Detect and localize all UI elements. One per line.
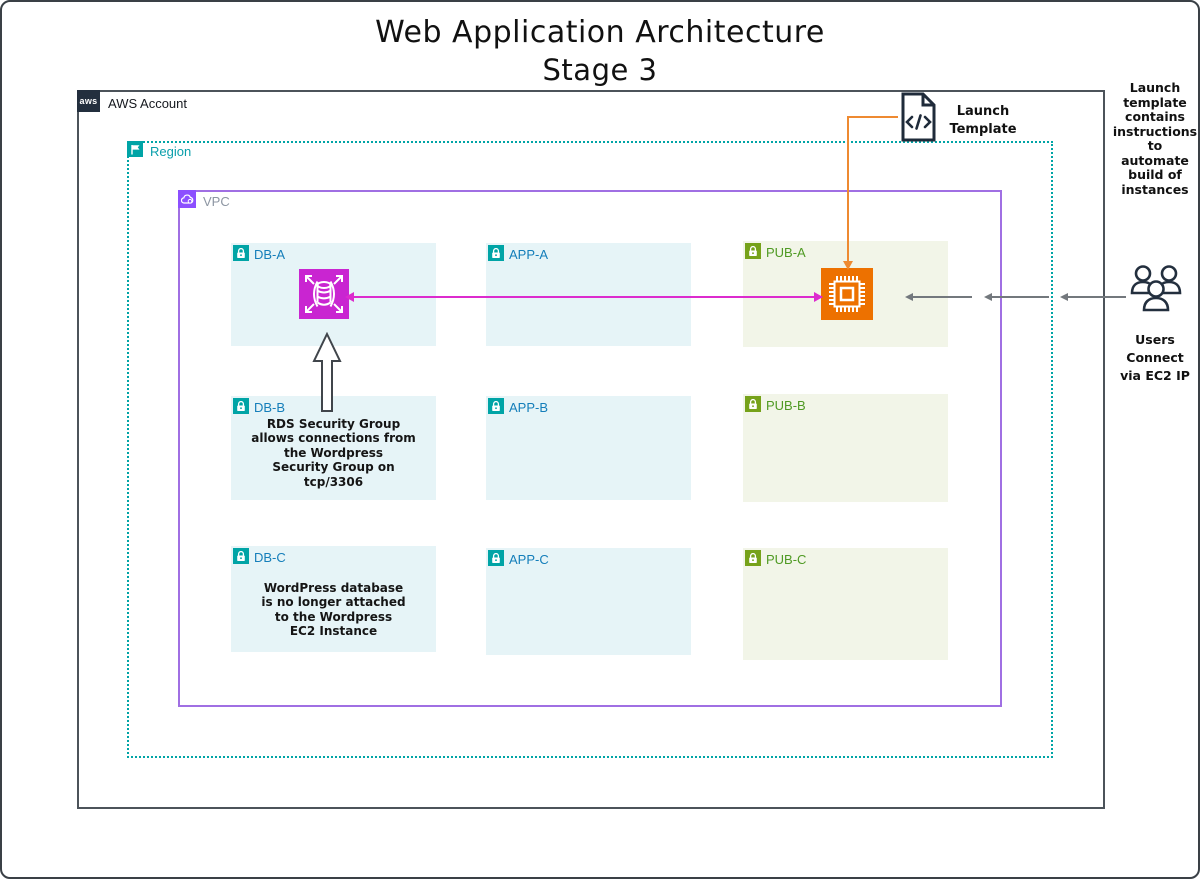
subnet-db-c: DB-C WordPress database is no longer att… [231, 546, 436, 652]
vpc-cloud-icon [178, 190, 196, 208]
aws-logo-icon: aws [77, 90, 100, 112]
region-flag-icon [127, 141, 143, 157]
subnet-label: APP-A [509, 247, 549, 262]
vpc-container: VPC [178, 190, 1002, 707]
aws-account-container: aws AWS Account [77, 90, 1105, 809]
subnet-db-b: DB-B RDS Security Group allows connectio… [231, 396, 436, 500]
arrowhead-left [1060, 292, 1068, 301]
launch-template-ec2-line [847, 116, 898, 118]
diagram-subtitle: Stage 3 [542, 53, 658, 87]
launch-template-label: Launch Template [949, 104, 1017, 137]
lock-icon [488, 398, 504, 414]
subnet-label: APP-B [509, 400, 549, 415]
rds-database-icon [299, 269, 349, 319]
lock-icon [745, 550, 761, 566]
aws-account-label: AWS Account [108, 96, 187, 111]
lock-icon [745, 243, 761, 259]
region-container: Region [127, 141, 1053, 758]
lock-icon [233, 398, 249, 414]
arrowhead-down [843, 261, 853, 270]
lock-icon [233, 245, 249, 261]
arrowhead-left [984, 292, 992, 301]
ec2-instance-icon [821, 268, 873, 320]
lock-icon [488, 550, 504, 566]
subnet-label: DB-A [254, 247, 286, 262]
subnet-label: PUB-A [766, 245, 806, 260]
vpc-label: VPC [203, 194, 230, 209]
region-label: Region [150, 144, 192, 159]
users-connect-label: Users Connect via EC2 IP [1120, 332, 1190, 384]
subnet-pub-b: PUB-B [743, 394, 948, 502]
rds-security-group-note: RDS Security Group allows connections fr… [251, 417, 416, 489]
rds-ec2-connection-line [353, 296, 822, 298]
diagram-title: Web Application Architecture [375, 15, 825, 50]
lock-icon [233, 548, 249, 564]
users-ec2-line-segment [992, 296, 1049, 298]
launch-template-ec2-line [847, 116, 849, 262]
subnet-db-a: DB-A [231, 243, 436, 346]
subnet-pub-c: PUB-C [743, 548, 948, 660]
subnet-app-c: APP-C [486, 548, 691, 655]
subnet-label: DB-C [254, 550, 286, 565]
users-icon [1128, 264, 1184, 316]
lock-icon [488, 245, 504, 261]
users-ec2-line-segment [1068, 296, 1126, 298]
users-ec2-line-segment [913, 296, 972, 298]
subnet-label: APP-C [509, 552, 549, 567]
block-arrow-up [311, 332, 343, 412]
subnet-app-b: APP-B [486, 396, 691, 500]
launch-template-icon [898, 92, 938, 143]
subnet-label: DB-B [254, 400, 286, 415]
subnet-label: PUB-B [766, 398, 806, 413]
lock-icon [745, 396, 761, 412]
subnet-app-a: APP-A [486, 243, 691, 346]
subnet-label: PUB-C [766, 552, 807, 567]
arrowhead-left [345, 292, 354, 302]
launch-template-annotation: Launch template contains instructions to… [1112, 80, 1198, 197]
arrowhead-left [905, 292, 913, 301]
arrowhead-right [814, 292, 823, 302]
wordpress-database-note: WordPress database is no longer attached… [261, 581, 406, 639]
